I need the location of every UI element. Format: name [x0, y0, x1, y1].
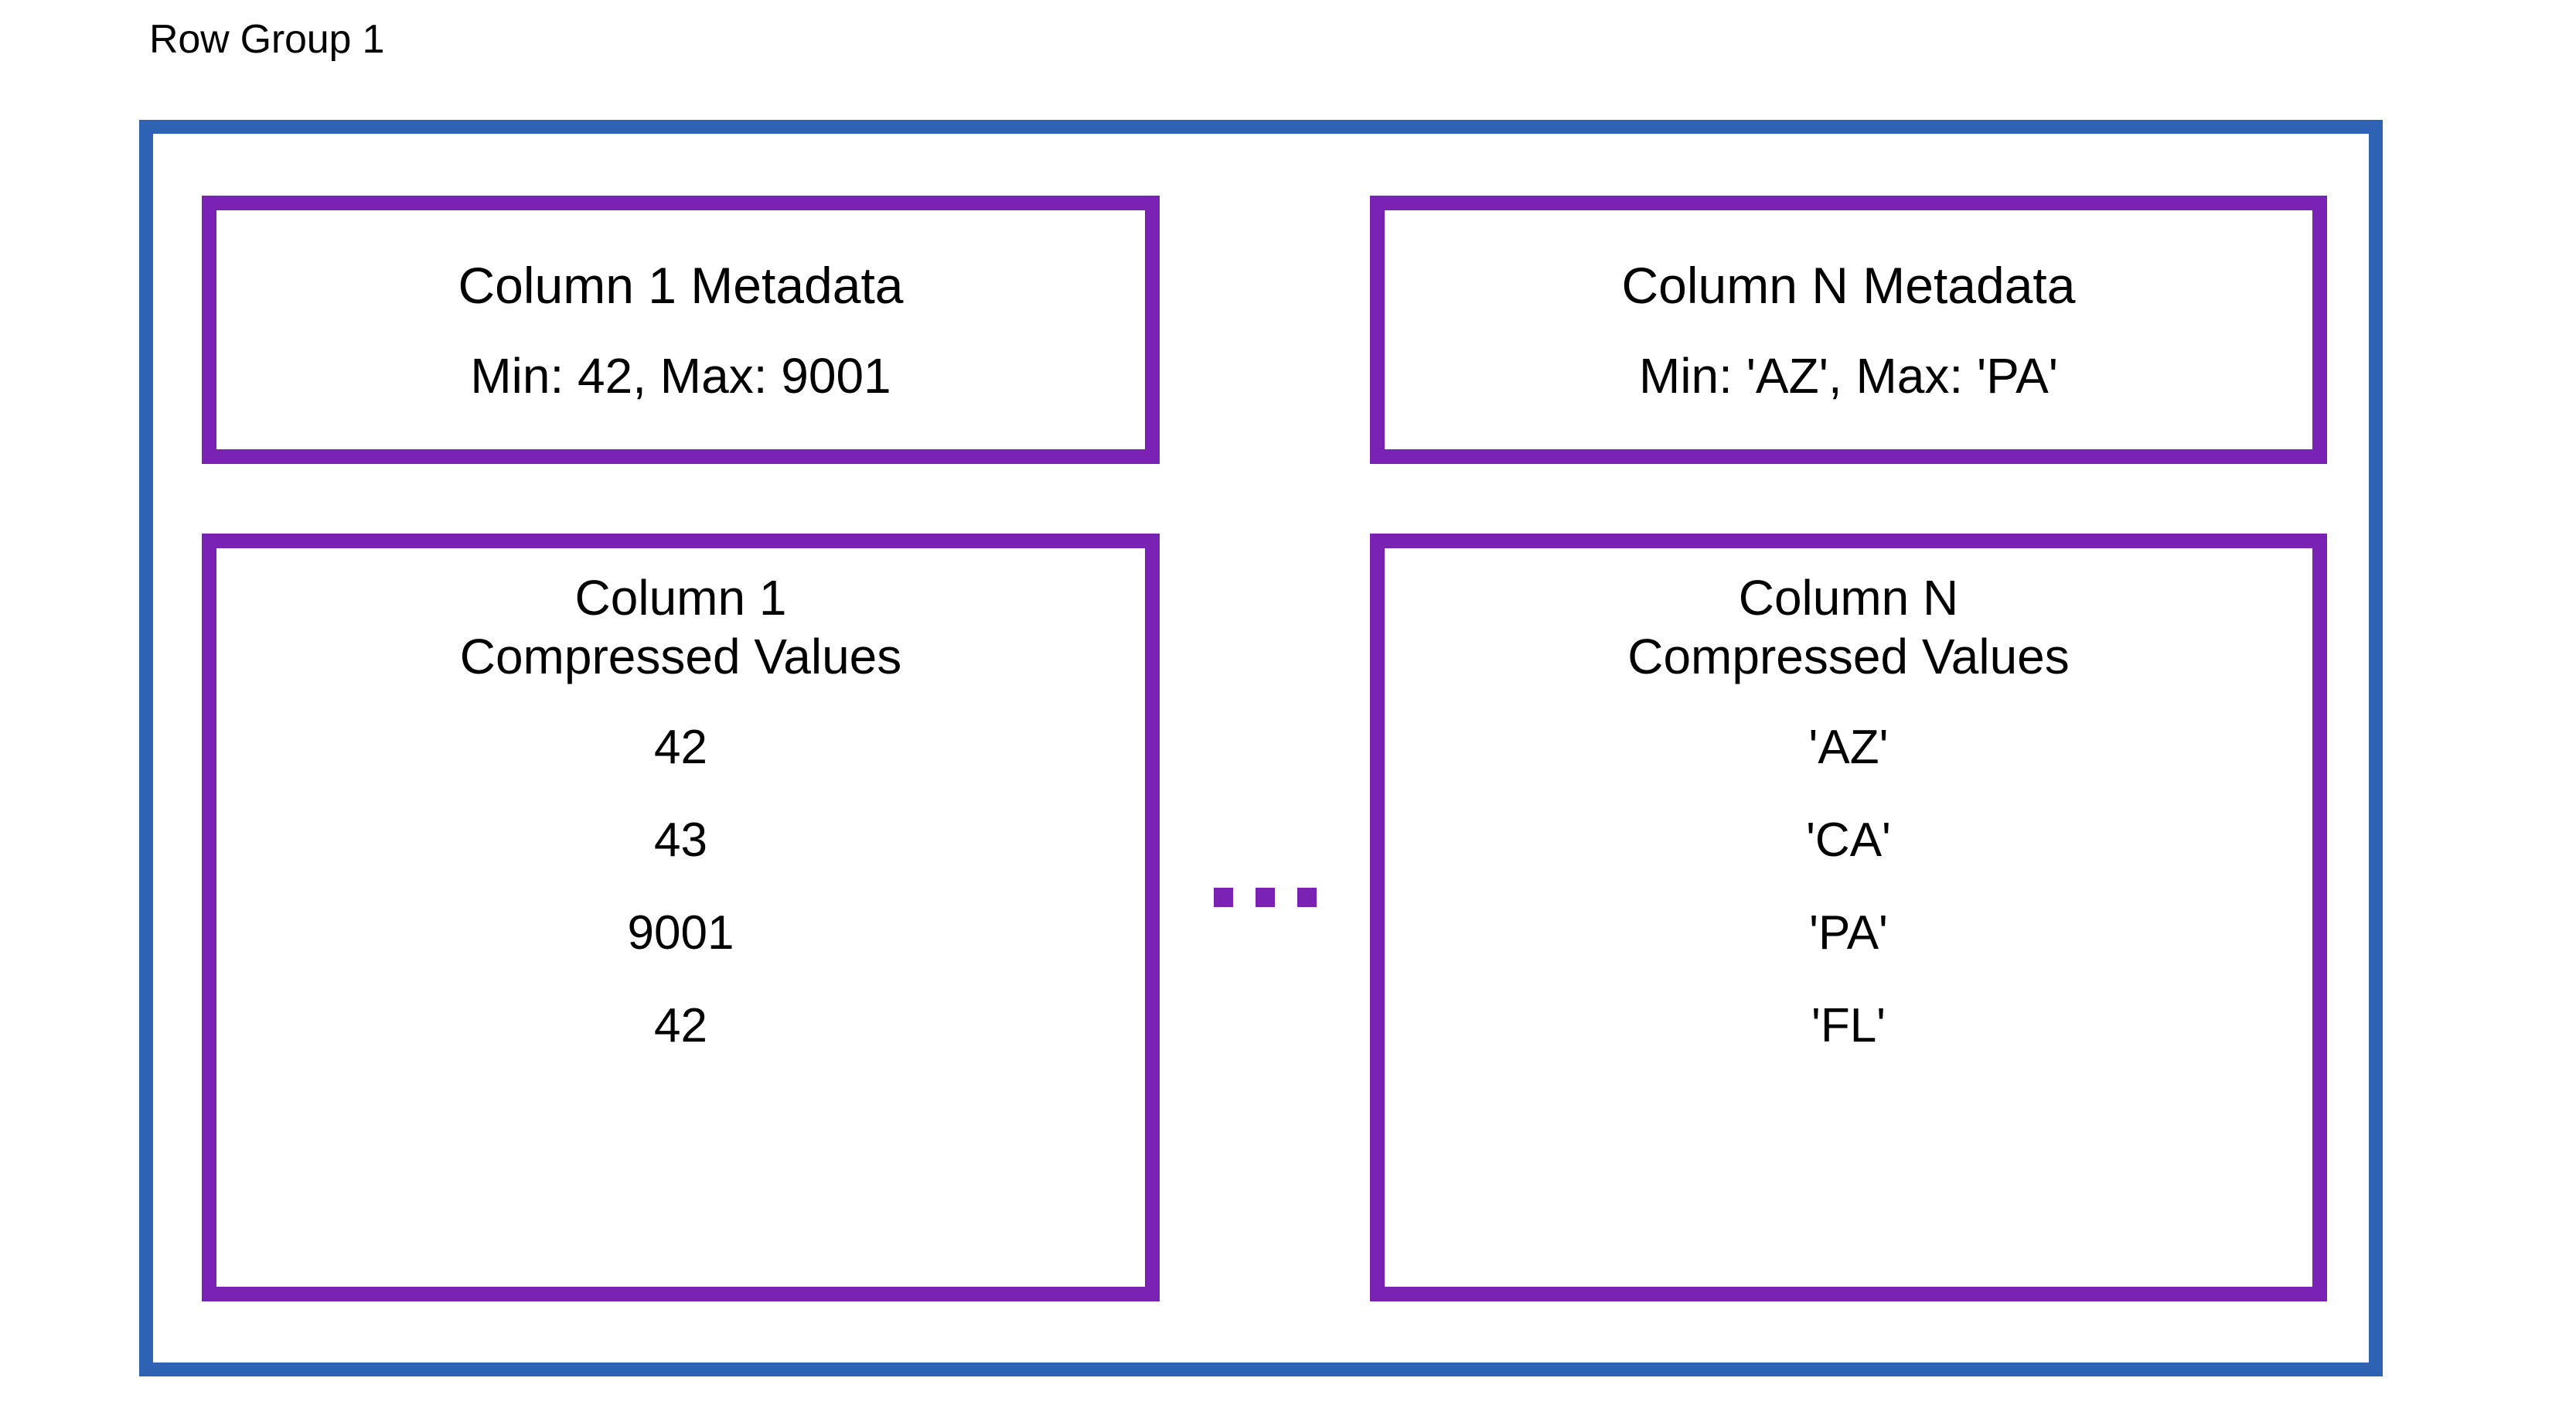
row-group-title: Row Group 1	[149, 17, 385, 62]
column-1-values-heading-line1: Column 1	[574, 570, 787, 626]
column-1-metadata-stats: Min: 42, Max: 9001	[470, 347, 891, 404]
column-n-value-item: 'PA'	[1809, 906, 1888, 960]
column-1-value-item: 9001	[627, 906, 734, 960]
column-n-values-list: 'AZ' 'CA' 'PA' 'FL'	[1385, 717, 2312, 1057]
ellipsis-dot-icon	[1255, 887, 1275, 907]
ellipsis-dot-icon	[1297, 887, 1317, 907]
column-1-values-list: 42 43 9001 42	[216, 717, 1145, 1057]
column-1-values-box: Column 1 Compressed Values 42 43 9001 42	[202, 534, 1160, 1301]
horizontal-ellipsis-icon	[1191, 882, 1339, 912]
column-n-values-box: Column N Compressed Values 'AZ' 'CA' 'PA…	[1370, 534, 2327, 1301]
column-n-metadata-box: Column N Metadata Min: 'AZ', Max: 'PA'	[1370, 196, 2327, 464]
column-n-value-item: 'FL'	[1811, 999, 1886, 1052]
column-n-value-item: 'AZ'	[1808, 721, 1889, 774]
column-n-metadata-title: Column N Metadata	[1621, 256, 2076, 314]
column-1-metadata-title: Column 1 Metadata	[458, 256, 904, 314]
column-n-value-item: 'CA'	[1806, 813, 1891, 867]
column-1-value-item: 43	[654, 813, 707, 867]
column-1-value-item: 42	[654, 999, 707, 1052]
column-n-metadata-stats: Min: 'AZ', Max: 'PA'	[1639, 347, 2058, 404]
column-n-values-heading-line1: Column N	[1738, 570, 1959, 626]
column-1-value-item: 42	[654, 721, 707, 774]
column-1-metadata-box: Column 1 Metadata Min: 42, Max: 9001	[202, 196, 1160, 464]
ellipsis-dot-icon	[1213, 887, 1233, 907]
column-n-values-heading-line2: Compressed Values	[1627, 629, 2070, 684]
column-1-values-heading-line2: Compressed Values	[459, 629, 902, 684]
